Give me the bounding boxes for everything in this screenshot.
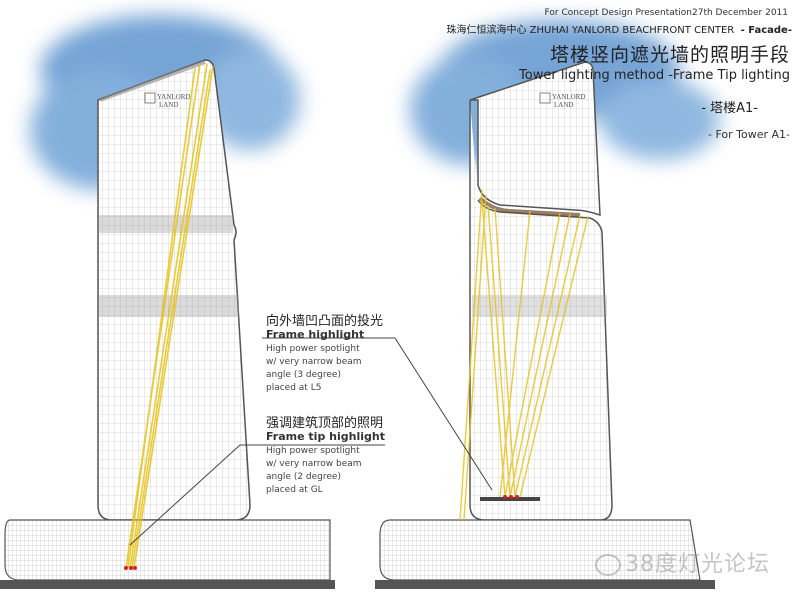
annotation-cn: 向外墙凹凸面的投光 (266, 314, 384, 329)
desc-line: placed at GL (266, 485, 323, 495)
project-name-en: ZHUHAI YANLORD BEACHFRONT CENTER (529, 25, 735, 36)
watermark: 38度灯光论坛 (595, 546, 770, 578)
svg-text:LAND: LAND (554, 101, 573, 109)
annotation-en: Frame highlight (266, 328, 365, 341)
tower-label-en: - For Tower A1- (707, 128, 790, 141)
desc-line: placed at L5 (266, 383, 322, 393)
annotation-frame-highlight: 向外墙凹凸面的投光 Frame highlight High power spo… (266, 315, 383, 395)
svg-text:YANLORD: YANLORD (552, 93, 585, 101)
light-beams-right (459, 189, 589, 521)
section-label: - Facade- (740, 25, 792, 36)
annotation-frame-tip-highlight: 强调建筑顶部的照明 Frame tip highlight High power… (266, 417, 385, 497)
left-tower (97, 59, 251, 521)
svg-text:YANLORD: YANLORD (157, 93, 190, 101)
watermark-text: 38度灯光论坛 (625, 552, 770, 577)
left-podium (0, 519, 335, 589)
desc-line: w/ very narrow beam (266, 357, 362, 367)
annotation-description: High power spotlight w/ very narrow beam… (266, 445, 385, 497)
desc-line: High power spotlight (266, 344, 360, 354)
presentation-date: For Concept Design Presentation27th Dece… (544, 8, 788, 18)
spotlight-fixtures (124, 495, 519, 570)
right-tower (469, 61, 613, 521)
desc-line: angle (2 degree) (266, 472, 341, 482)
tower-label-cn: - 塔楼A1- (701, 101, 758, 116)
annotation-en: Frame tip highlight (266, 430, 385, 443)
desc-line: w/ very narrow beam (266, 459, 362, 469)
annotation-cn: 强调建筑顶部的照明 (266, 416, 384, 431)
annotation-leader-lines (129, 337, 493, 546)
desc-line: angle (3 degree) (266, 370, 341, 380)
project-header: 珠海仁恒滨海中心 ZHUHAI YANLORD BEACHFRONT CENTE… (446, 21, 792, 36)
annotation-description: High power spotlight w/ very narrow beam… (266, 343, 383, 395)
light-beams-left (125, 63, 214, 569)
chat-bubble-icon (595, 554, 621, 576)
project-name-cn: 珠海仁恒滨海中心 (446, 25, 527, 36)
title-cn: 塔楼竖向遮光墙的照明手段 (549, 44, 790, 66)
svg-text:LAND: LAND (159, 101, 178, 109)
desc-line: High power spotlight (266, 446, 360, 456)
title-en: Tower lighting method -Frame Tip lightin… (519, 68, 790, 83)
